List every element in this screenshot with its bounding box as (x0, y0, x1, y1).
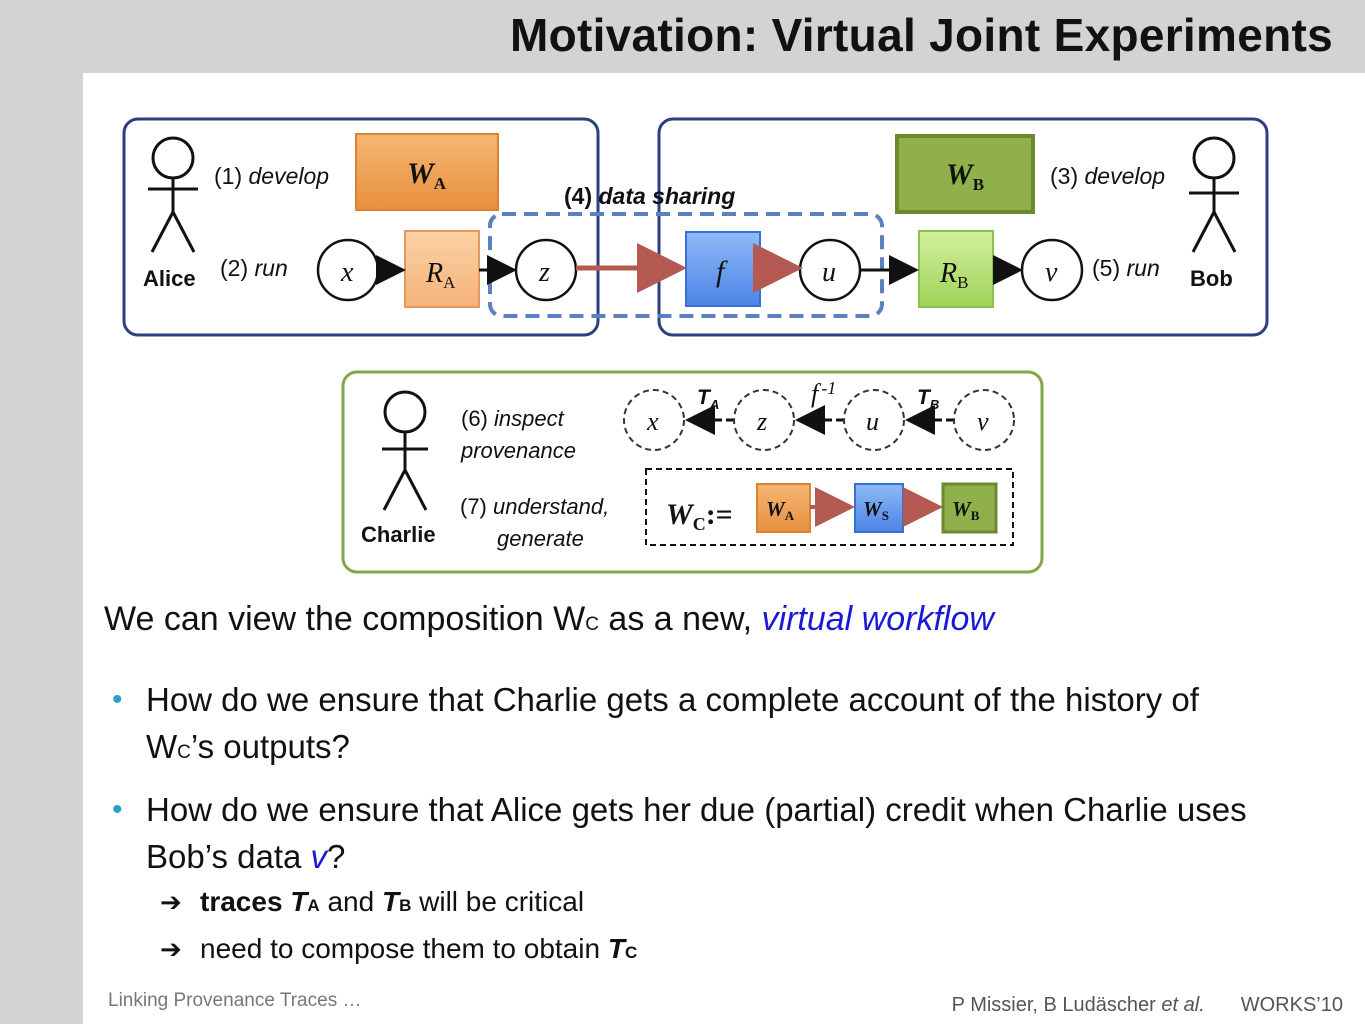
rb-run-box (918, 230, 994, 308)
trace-node-u (843, 389, 905, 451)
trace-ta-label: TA (697, 386, 719, 412)
slide-title: Motivation: Virtual Joint Experiments (509, 9, 1333, 61)
step3-label: (3) develop (1050, 163, 1165, 189)
wa-workflow-box (355, 133, 499, 211)
bob-label: Bob (1190, 266, 1233, 291)
charlie-frame (341, 370, 1044, 574)
step7-label: (7) understand, (460, 494, 609, 519)
bob-frame (657, 117, 1269, 337)
node-v-label: v (1045, 257, 1058, 288)
trace-node-x (623, 389, 685, 451)
lead-statement: We can view the composition WC as a new,… (104, 600, 994, 638)
right-arrow-icon: ➔ (160, 887, 182, 917)
step6-label: (6) inspect (461, 406, 565, 431)
trace-node-z (733, 389, 795, 451)
alice-figure-icon (148, 136, 198, 253)
question-bullet-1: • How do we ensure that Charlie gets a c… (112, 676, 1272, 776)
trace-node-x-label: x (646, 407, 659, 436)
rb-label: RB (939, 258, 968, 292)
question-list: • How do we ensure that Charlie gets a c… (112, 676, 1272, 890)
wa-label: WA (407, 157, 447, 193)
implication-list: ➔traces TA and TB will be critical ➔need… (160, 878, 637, 972)
trace-node-v-label: v (977, 407, 989, 436)
trace-node-v (953, 389, 1015, 451)
implication-1: ➔traces TA and TB will be critical (160, 878, 637, 925)
ra-label: RA (425, 258, 456, 292)
right-arrow-icon: ➔ (160, 934, 182, 964)
composed-workflow-frame (645, 468, 1014, 546)
step6-label-line2: provenance (460, 438, 576, 463)
wc-label: WC:= (666, 498, 733, 534)
footer-right: P Missier, B Ludäscher et al.WORKS’10 (951, 994, 1343, 1016)
wc-ws-label: WS (863, 497, 889, 523)
question-bullet-2: • How do we ensure that Alice gets her d… (112, 786, 1272, 880)
title-band (0, 0, 1365, 73)
alice-frame (122, 117, 600, 337)
step5-label: (5) run (1092, 255, 1160, 281)
f-function-box (685, 231, 761, 307)
bullet-marker: • (112, 793, 123, 826)
alice-label: Alice (143, 266, 196, 291)
wb-workflow-box (895, 134, 1035, 214)
f-inverse-label: f-1 (811, 378, 836, 408)
node-z-label: z (538, 257, 550, 288)
wc-wb-label: WB (952, 497, 980, 523)
implication-2: ➔need to compose them to obtain TC (160, 925, 637, 972)
wb-label: WB (946, 158, 984, 194)
trace-node-u-label: u (866, 407, 879, 436)
charlie-figure-icon (382, 390, 428, 511)
trace-tb-label: TB (917, 386, 939, 412)
step4-label: (4) data sharing (564, 183, 735, 209)
bob-figure-icon (1189, 136, 1239, 253)
wc-wb-box (941, 482, 998, 534)
wc-wa-label: WA (766, 497, 795, 523)
step1-label: (1) develop (214, 163, 329, 189)
step2-label: (2) run (220, 255, 288, 281)
left-sidebar-band (0, 0, 83, 1024)
charlie-label: Charlie (361, 522, 436, 547)
step7-label-line2: generate (497, 526, 584, 551)
bullet-marker: • (112, 683, 123, 716)
footer-left: Linking Provenance Traces … (108, 990, 362, 1011)
node-u-label: u (822, 257, 836, 288)
node-x-label: x (340, 257, 354, 288)
trace-node-z-label: z (756, 407, 767, 436)
